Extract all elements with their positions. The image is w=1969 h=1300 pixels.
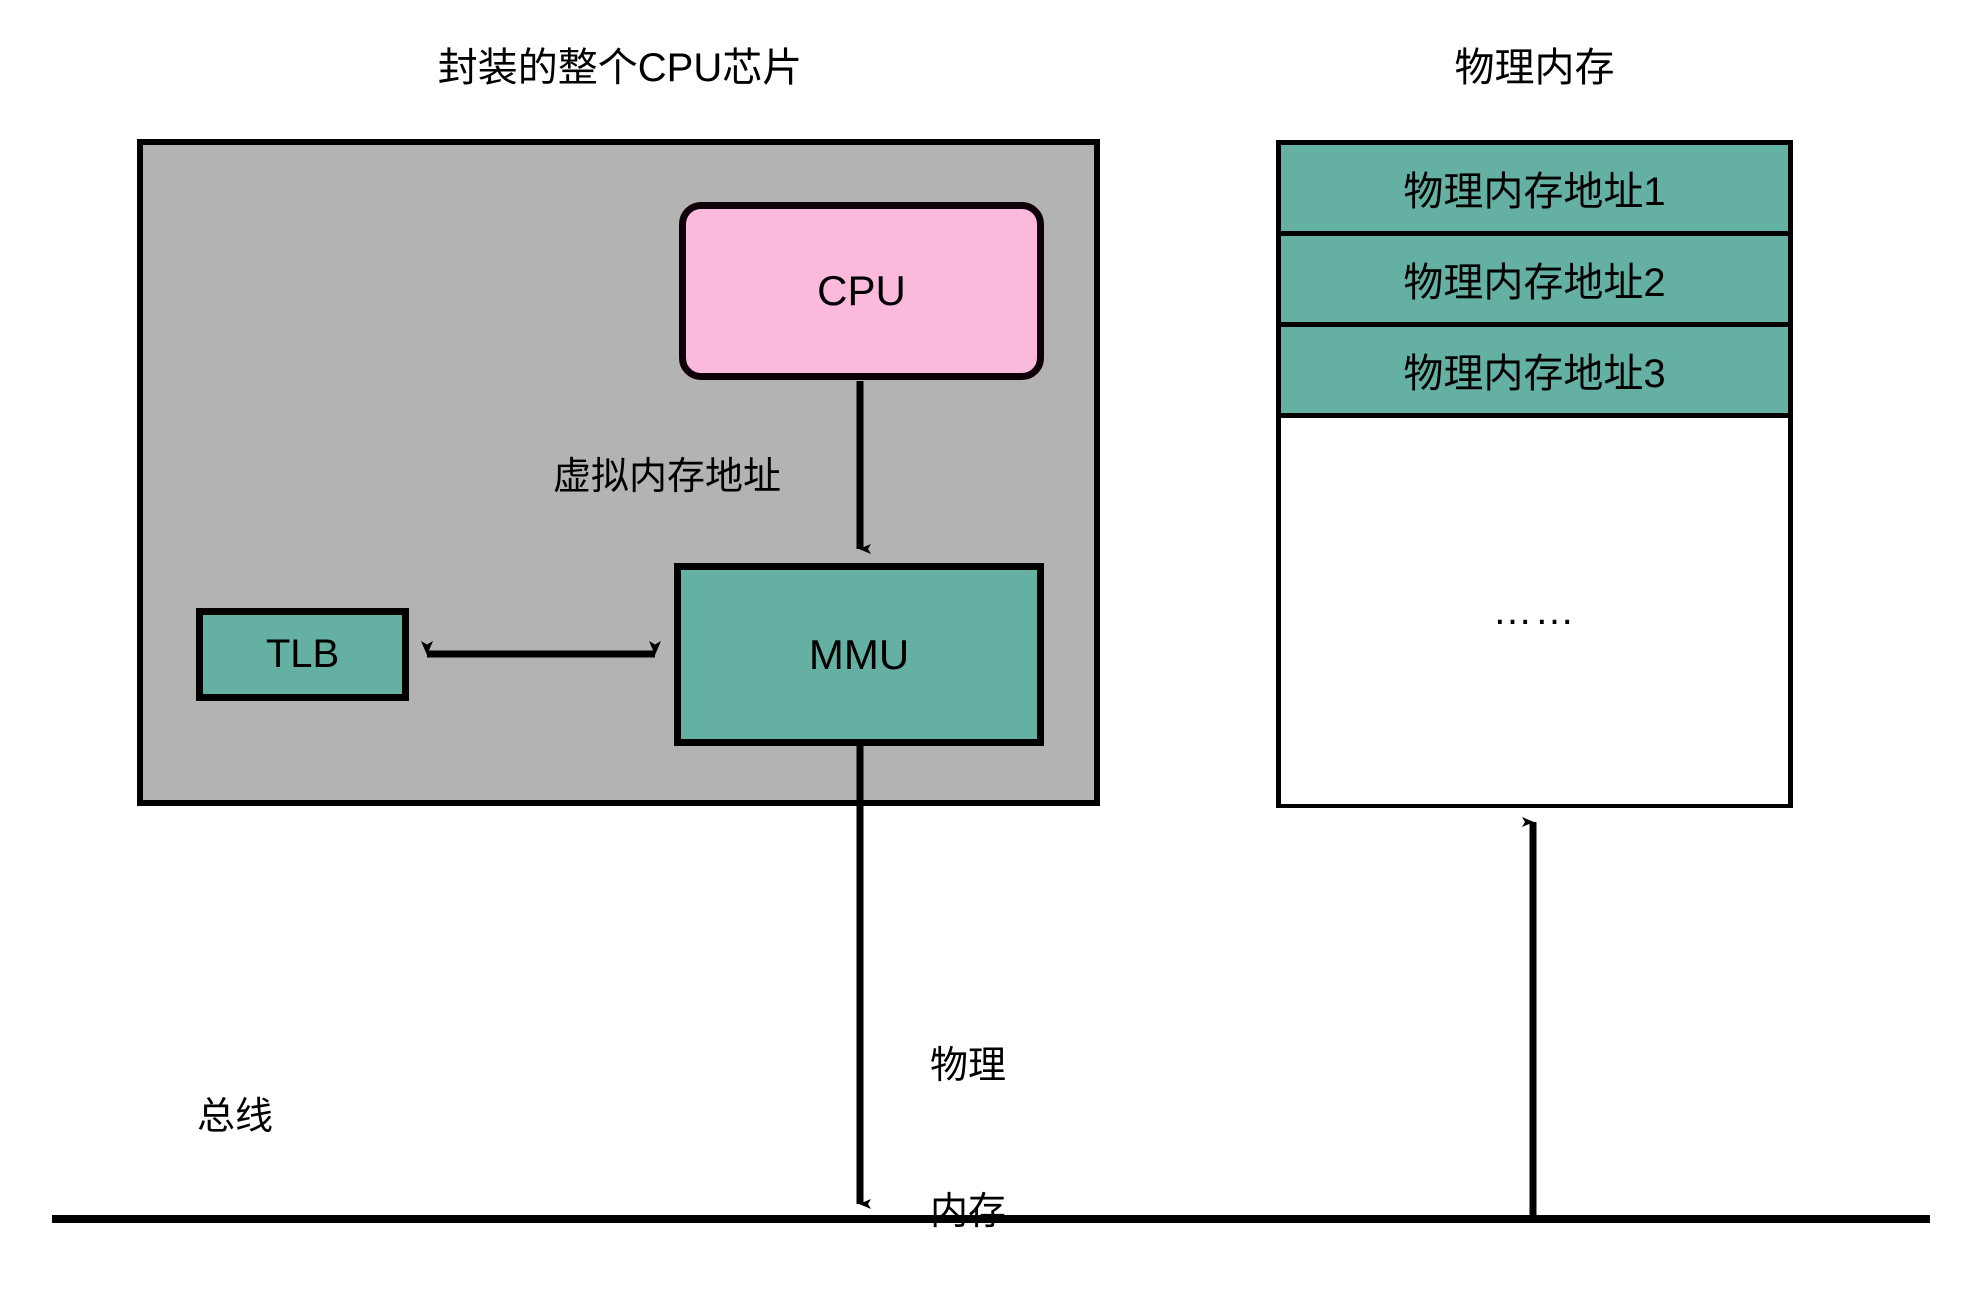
physical-address-line-2: 内存: [930, 1191, 1007, 1234]
memory-title: 物理内存: [1454, 46, 1615, 90]
bus-label: 总线: [197, 1096, 274, 1138]
physical-address-line-1: 物理: [930, 1045, 1007, 1088]
mmu-box[interactable]: MMU: [674, 563, 1044, 746]
virtual-address-edge-label: 虚拟内存地址: [553, 456, 782, 498]
mmu-label: MMU: [808, 630, 910, 678]
tlb-box[interactable]: TLB: [196, 608, 409, 701]
tlb-label: TLB: [265, 632, 340, 676]
memory-row[interactable]: 物理内存地址2: [1281, 236, 1788, 327]
cpu-label: CPU: [817, 267, 906, 314]
physical-memory-box: 物理内存地址1 物理内存地址2 物理内存地址3 ……: [1276, 140, 1793, 808]
chip-title: 封装的整个CPU芯片: [437, 46, 803, 90]
memory-ellipsis-row: ……: [1281, 418, 1788, 804]
memory-row[interactable]: 物理内存地址1: [1281, 145, 1788, 236]
cpu-box[interactable]: CPU: [679, 202, 1044, 380]
memory-row[interactable]: 物理内存地址3: [1281, 327, 1788, 418]
physical-address-edge-label: 物理 内存 地址: [930, 945, 1006, 1300]
